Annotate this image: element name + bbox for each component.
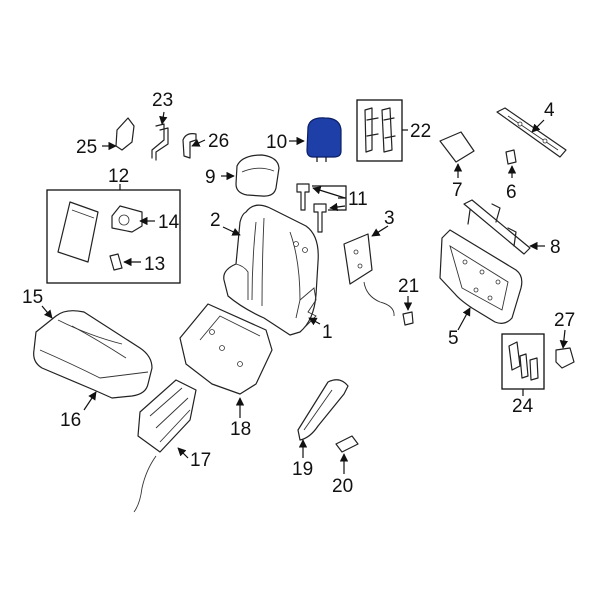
callout-14: 14 [158,212,180,233]
callout-11: 11 [348,189,368,210]
leader-lines [41,111,569,474]
part-8-frame-bar[interactable] [463,199,531,255]
callout-10: 10 [266,132,287,153]
part-17-heater[interactable] [133,379,197,513]
part-3-bracket[interactable] [343,233,395,317]
part-7-pad[interactable] [439,131,475,163]
part-4-trim[interactable] [496,107,567,158]
part-27-cover[interactable] [555,347,575,369]
callout-22: 22 [410,121,431,142]
callout-6: 6 [506,182,517,203]
callout-1: 1 [322,322,333,343]
part-11-headrest-guides[interactable] [296,183,327,233]
part-19-side-shield[interactable] [297,379,349,441]
part-26-clip[interactable] [182,133,197,159]
callout-21: 21 [398,276,419,297]
callout-25: 25 [76,137,97,158]
part-10-headrest[interactable] [306,117,342,162]
headrest-pad [306,117,342,158]
callout-24: 24 [512,396,534,417]
part-20-cover[interactable] [335,435,359,453]
part-9-headrest-side[interactable] [235,154,280,197]
callout-27: 27 [554,310,575,331]
callout-19: 19 [292,459,313,480]
callout-16: 16 [60,410,81,431]
part-25-bracket[interactable] [115,117,135,151]
part-6-latch[interactable] [505,149,517,165]
callout-12: 12 [108,166,129,187]
callout-2: 2 [210,210,221,231]
part-22-hinges[interactable] [356,99,403,162]
callout-5: 5 [448,328,459,349]
callout-7: 7 [452,180,463,201]
callout-3: 3 [384,208,395,229]
part-12-armrest-set[interactable] [46,189,181,284]
callout-20: 20 [332,476,353,497]
callout-4: 4 [544,100,555,121]
callout-labels: 1 2 3 4 5 6 7 8 9 10 11 12 13 14 15 16 1… [22,90,575,497]
part-5-back-panel[interactable] [439,229,523,324]
part-18-seat-frame[interactable] [179,303,273,395]
part-1-seatback[interactable] [223,204,319,336]
callout-8: 8 [550,237,561,258]
callout-23: 23 [152,90,173,111]
callout-18: 18 [230,419,251,440]
callout-15: 15 [22,287,43,308]
part-21-clip[interactable] [402,311,414,326]
part-24-brackets[interactable] [501,333,545,390]
callout-17: 17 [190,450,211,471]
callout-9: 9 [205,167,216,188]
part-23-wire[interactable] [151,123,169,161]
part-15-cushion[interactable] [33,310,153,399]
callout-26: 26 [208,131,229,152]
callout-13: 13 [144,254,165,275]
